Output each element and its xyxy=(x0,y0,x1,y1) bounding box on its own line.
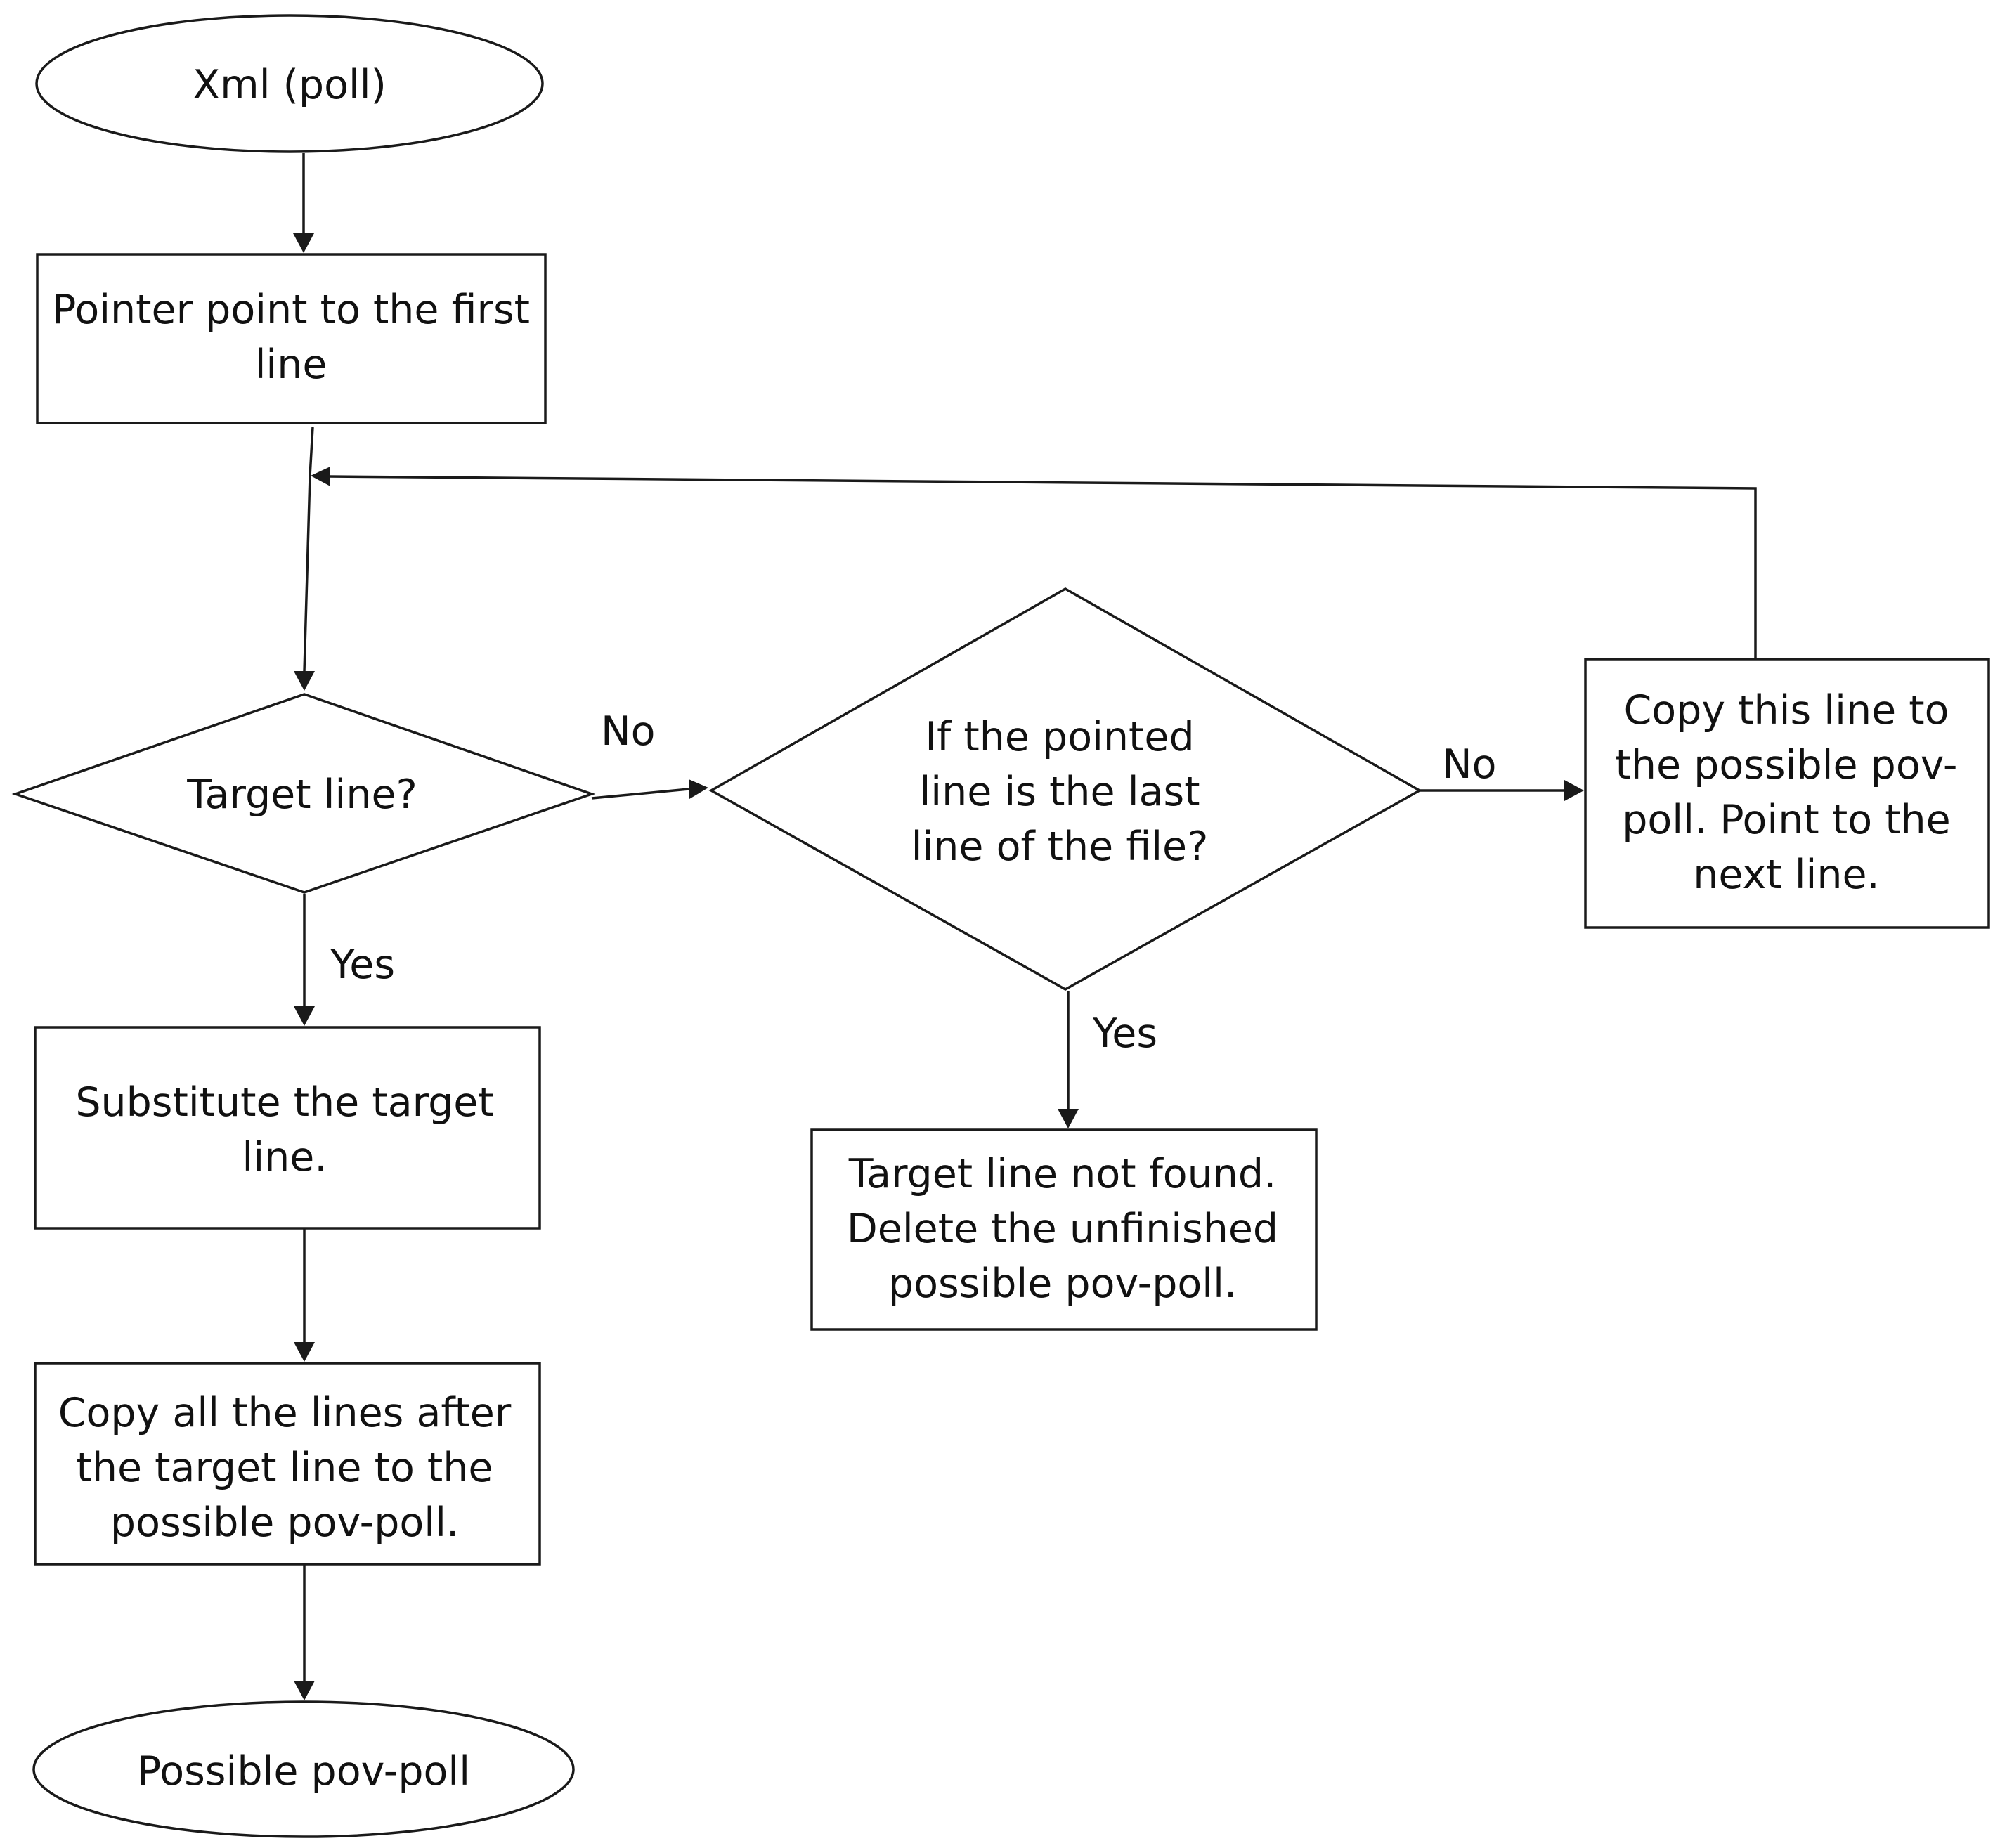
copy-next-label-line-2: the possible pov- xyxy=(1616,742,1958,788)
last-line-decision-label-line-2: line is the last xyxy=(919,769,1200,815)
edge-label-target-yes: Yes xyxy=(330,942,395,988)
edges: No No Yes Yes xyxy=(293,153,1757,1700)
not-found-label-line-2: Delete the unfinished xyxy=(847,1206,1278,1252)
last-line-decision-label-line-3: line of the file? xyxy=(911,824,1209,870)
start-terminal: Xml (poll) xyxy=(35,14,544,153)
copy-next-label-line-4: next line. xyxy=(1693,852,1879,898)
nodes: Xml (poll) Pointer point to the first li… xyxy=(11,14,1990,1838)
copy-next-box: Copy this line to the possible pov- poll… xyxy=(1584,658,1990,929)
copy-rest-label-line-3: possible pov-poll. xyxy=(110,1499,459,1546)
substitute-box: Substitute the target line. xyxy=(34,1026,541,1230)
target-line-decision: Target line? xyxy=(11,693,596,894)
substitute-label-line-2: line. xyxy=(242,1134,327,1180)
copy-next-label-line-1: Copy this line to xyxy=(1623,687,1949,734)
edge-loop-back xyxy=(311,467,1757,658)
edge-label-last-yes: Yes xyxy=(1092,1010,1157,1057)
copy-rest-label-line-1: Copy all the lines after xyxy=(58,1390,512,1436)
edge-copy-to-end xyxy=(294,1563,315,1700)
last-line-decision-label-line-1: If the pointed xyxy=(925,714,1194,760)
not-found-label-line-3: possible pov-poll. xyxy=(888,1261,1237,1307)
edge-last-no: No xyxy=(1420,741,1584,801)
edge-last-yes: Yes xyxy=(1058,991,1157,1128)
edge-label-target-no: No xyxy=(601,708,656,755)
edge-label-last-no: No xyxy=(1442,741,1497,788)
init-pointer-label-line-1: Pointer point to the first xyxy=(52,287,530,333)
target-line-decision-label: Target line? xyxy=(186,772,417,818)
edge-start-to-init xyxy=(293,153,314,253)
copy-next-label-line-3: poll. Point to the xyxy=(1622,797,1951,843)
edge-target-yes: Yes xyxy=(294,894,395,1026)
copy-rest-box: Copy all the lines after the target line… xyxy=(34,1362,541,1566)
not-found-box: Target line not found. Delete the unfini… xyxy=(810,1128,1318,1331)
not-found-label-line-1: Target line not found. xyxy=(848,1151,1276,1197)
substitute-label-line-1: Substitute the target xyxy=(75,1079,493,1126)
last-line-decision: If the pointed line is the last line of … xyxy=(708,587,1422,991)
edge-init-to-target xyxy=(294,427,315,691)
edge-target-no: No xyxy=(591,708,708,800)
start-terminal-label: Xml (poll) xyxy=(193,62,387,108)
init-pointer-box: Pointer point to the first line xyxy=(36,253,547,424)
end-terminal: Possible pov-poll xyxy=(32,1700,575,1838)
copy-rest-label-line-2: the target line to the xyxy=(77,1445,493,1491)
end-terminal-label: Possible pov-poll xyxy=(137,1748,470,1795)
edge-sub-to-copy xyxy=(294,1228,315,1362)
init-pointer-label-line-2: line xyxy=(255,341,327,388)
